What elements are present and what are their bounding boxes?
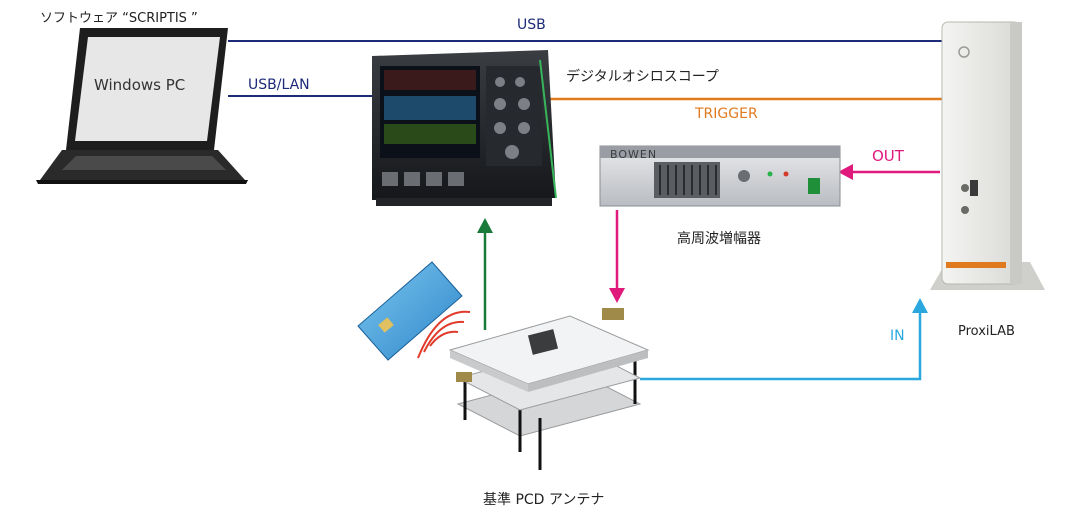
in-label: IN — [890, 328, 905, 344]
in-arrowhead — [912, 298, 928, 313]
pc-screen-label: Windows PC — [94, 76, 186, 94]
out-label: OUT — [872, 147, 904, 165]
proxilab-label: ProxiLAB — [958, 324, 1015, 339]
antenna-to-scope-arrowhead — [477, 218, 493, 233]
laptop-icon — [36, 28, 248, 184]
in-line — [640, 312, 922, 381]
oscilloscope-label: デジタルオシロスコープ — [566, 69, 719, 85]
usb-label: USB — [517, 17, 546, 33]
oscilloscope-icon — [372, 50, 557, 206]
proxilab-device-icon — [930, 21, 1045, 290]
software-label: ソフトウェア “SCRIPTIS ” — [40, 11, 198, 26]
contactless-card-icon — [357, 261, 471, 361]
antenna-stack-icon — [448, 308, 650, 470]
amplifier-label: 高周波増幅器 — [677, 231, 761, 247]
amp-brand-label: BOWEN — [610, 148, 658, 161]
out-arrowhead — [838, 164, 853, 180]
antenna-label: 基準 PCD アンテナ — [483, 492, 605, 508]
amp-to-antenna-arrowhead — [609, 288, 625, 303]
amplifier-icon — [599, 145, 841, 207]
trigger-label: TRIGGER — [695, 106, 758, 122]
usb-lan-label: USB/LAN — [248, 77, 310, 93]
